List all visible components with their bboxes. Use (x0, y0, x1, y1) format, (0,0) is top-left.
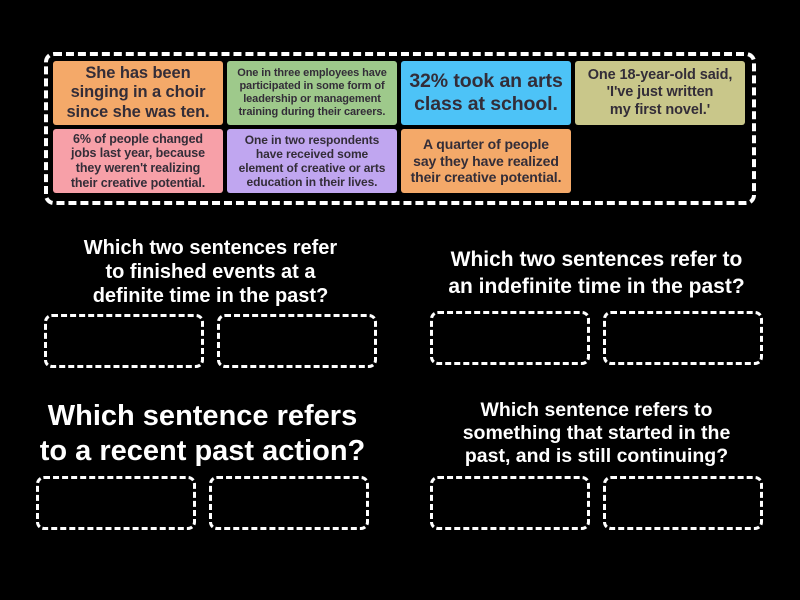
answer-slot[interactable] (217, 314, 377, 368)
sentence-card[interactable]: 32% took an arts class at school. (401, 61, 571, 125)
sentence-card[interactable]: One in three employees have participated… (227, 61, 397, 125)
question-group: Which sentence refers to something that … (424, 399, 769, 530)
answer-slot[interactable] (603, 311, 763, 365)
question-title: Which sentence refers to a recent past a… (39, 400, 366, 467)
sentence-card[interactable]: A quarter of people say they have realiz… (401, 129, 571, 193)
answer-slot-row (430, 476, 763, 530)
card-tray: She has been singing in a choir since sh… (44, 52, 756, 205)
question-group: Which sentence refers to a recent past a… (10, 399, 395, 530)
question-group: Which two sentences refer to finished ev… (38, 236, 383, 368)
question-group: Which two sentences refer to an indefini… (424, 246, 769, 365)
answer-slot[interactable] (36, 476, 196, 530)
answer-slot-row (44, 314, 377, 368)
answer-slot[interactable] (430, 476, 590, 530)
answer-slot[interactable] (603, 476, 763, 530)
question-title: Which two sentences refer to an indefini… (448, 248, 745, 298)
question-title: Which sentence refers to something that … (462, 399, 731, 467)
sentence-card[interactable]: 6% of people changed jobs last year, bec… (53, 129, 223, 193)
answer-slot-row (36, 476, 369, 530)
sentence-card[interactable]: One in two respondents have received som… (227, 129, 397, 193)
answer-slot-row (430, 311, 763, 365)
answer-slot[interactable] (209, 476, 369, 530)
sentence-card[interactable]: One 18-year-old said, 'I've just written… (575, 61, 745, 125)
answer-slot[interactable] (430, 311, 590, 365)
sentence-card[interactable]: She has been singing in a choir since sh… (53, 61, 223, 125)
question-title: Which two sentences refer to finished ev… (83, 237, 338, 307)
answer-slot[interactable] (44, 314, 204, 368)
